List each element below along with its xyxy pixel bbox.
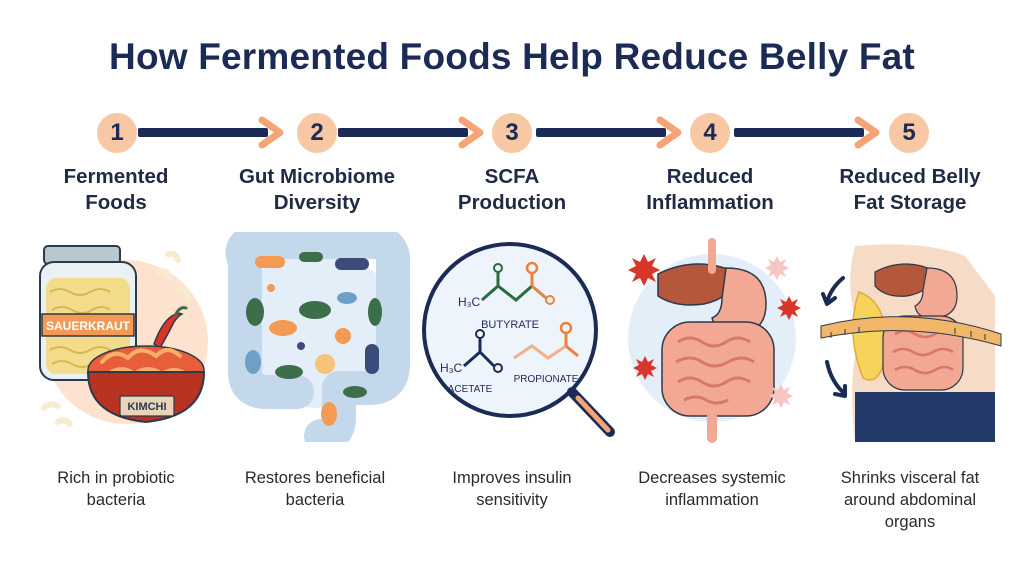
jar-label: SAUERKRAUT	[46, 319, 131, 333]
flow-arrows	[138, 116, 880, 149]
gut-microbiome-illustration	[225, 232, 411, 442]
kimchi-bowl: KIMCHI	[86, 345, 206, 424]
step-2-desc-line2: bacteria	[285, 491, 345, 509]
step-3-title-line1: SCFA	[484, 165, 540, 188]
step-4-title-line1: Reduced	[666, 165, 754, 188]
propionate-label: PROPIONATE	[514, 374, 579, 385]
propionate-molecule: PROPIONATE	[513, 321, 579, 385]
inflammation-burst-icon	[628, 254, 801, 380]
step-1-title-line2: Foods	[85, 191, 147, 214]
magnifier-lens	[422, 242, 598, 418]
intestines	[661, 321, 775, 443]
butyrate-h3c: H₃C	[458, 295, 481, 309]
step-1-desc-line1: Rich in probiotic	[57, 469, 175, 487]
waistband	[855, 392, 995, 442]
butyrate-label: BUTYRATE	[481, 319, 539, 331]
fermented-foods-illustration: SAUERKRAUT KIMCHI	[39, 245, 208, 427]
step-4-title: Reduced Inflammation	[615, 164, 805, 216]
step-3-desc-line2: sensitivity	[476, 491, 548, 509]
chili-pepper	[153, 306, 188, 350]
belly-fat-illustration	[820, 244, 1002, 442]
abdominal-organs	[874, 263, 964, 391]
step-5-number: 5	[889, 113, 929, 153]
shrink-arrow-icon	[821, 276, 847, 398]
butyrate-molecule: H₃C BUTYRATE	[458, 261, 555, 331]
step-5-desc-line3: organs	[884, 513, 936, 531]
step-5-title-line2: Fat Storage	[853, 191, 967, 214]
step-4-number: 4	[690, 113, 730, 153]
step-2-title-line1: Gut Microbiome	[238, 165, 396, 188]
step-5-desc-line1: Shrinks visceral fat	[840, 469, 980, 487]
step-5-description: Shrinks visceral fat around abdominal or…	[815, 467, 1005, 533]
sauerkraut-jar: SAUERKRAUT	[39, 245, 137, 381]
step-2-title-line2: Diversity	[273, 191, 361, 214]
step-3-title-line2: Production	[457, 191, 567, 214]
arrow-2-3	[338, 116, 484, 149]
step-3-title: SCFA Production	[417, 164, 607, 216]
step-1-title: Fermented Foods	[21, 164, 211, 216]
acetate-label: ACETATE	[448, 384, 493, 395]
step-5-desc-line2: around abdominal	[843, 491, 977, 509]
arrow-3-4	[536, 116, 682, 149]
faded-inflammation-icon	[765, 256, 793, 408]
step-3-number: 3	[492, 113, 532, 153]
intestine-outline	[225, 232, 411, 442]
step-4-desc-line2: inflammation	[665, 491, 759, 509]
page-title: How Fermented Foods Help Reduce Belly Fa…	[109, 36, 915, 77]
illus-2-background	[237, 248, 397, 408]
step-2-desc-line1: Restores beneficial	[244, 469, 386, 487]
acetate-h3c: H₃C	[440, 361, 463, 375]
step-1-number: 1	[97, 113, 137, 153]
step-3-desc-line1: Improves insulin	[452, 469, 572, 487]
arrow-1-2	[138, 116, 284, 149]
step-4-title-line2: Inflammation	[646, 191, 774, 214]
measuring-tape-icon	[820, 316, 1002, 347]
step-4-description: Decreases systemic inflammation	[617, 467, 807, 511]
scfa-illustration: H₃C BUTYRATE H₃C ACETATE PROPIONATE	[422, 242, 615, 437]
step-1-title-line1: Fermented	[63, 165, 169, 188]
bacteria-cluster	[245, 252, 382, 426]
step-2-number: 2	[297, 113, 337, 153]
step-1-desc-line2: bacteria	[86, 491, 146, 509]
bowl-label: KIMCHI	[127, 401, 166, 413]
step-2-title: Gut Microbiome Diversity	[222, 164, 412, 216]
step-5-title-line1: Reduced Belly	[839, 165, 981, 188]
step-3-description: Improves insulin sensitivity	[417, 467, 607, 511]
arrow-4-5	[734, 116, 880, 149]
step-4-desc-line1: Decreases systemic	[638, 469, 786, 487]
inflammation-illustration	[628, 238, 801, 443]
step-2-description: Restores beneficial bacteria	[220, 467, 410, 511]
step-1-description: Rich in probiotic bacteria	[21, 467, 211, 511]
step-5-title: Reduced Belly Fat Storage	[815, 164, 1005, 216]
acetate-molecule: H₃C ACETATE	[440, 329, 503, 395]
